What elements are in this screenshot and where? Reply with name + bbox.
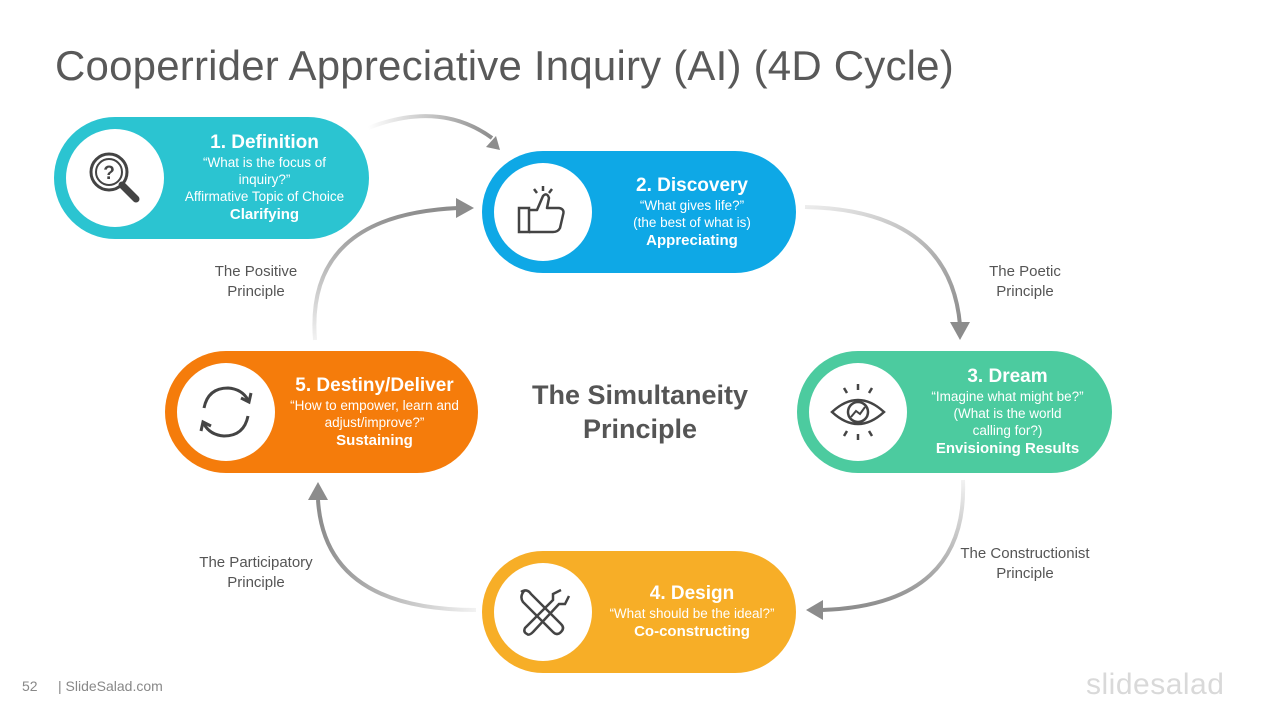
arrowhead	[806, 600, 823, 620]
icon-circle	[494, 563, 592, 661]
thumbs-up-icon	[517, 186, 565, 234]
stage-note: (What is the world calling for?)	[953, 406, 1062, 438]
magnifier-question-icon: ?	[89, 152, 140, 203]
stage-destiny: 5. Destiny/Deliver “How to empower, lear…	[165, 351, 478, 473]
principle-participatory: The Participatory Principle	[199, 554, 313, 591]
stage-heading: 4. Design	[649, 583, 735, 604]
stage-question: “What gives life?”	[639, 197, 745, 213]
stage-keyword: Co-constructing	[634, 623, 750, 640]
icon-circle: ?	[66, 129, 164, 227]
stage-text: 3. Dream “Imagine what might be?” (What …	[917, 351, 1098, 473]
stage-question: “What is the focus of inquiry?”	[202, 155, 327, 187]
stage-design: 4. Design “What should be the ideal?” Co…	[482, 551, 796, 673]
arrowhead	[486, 136, 500, 150]
icon-circle	[177, 363, 275, 461]
footer-site: | SlideSalad.com	[58, 678, 163, 694]
stage-heading: 3. Dream	[967, 366, 1048, 387]
stage-keyword: Sustaining	[336, 431, 413, 449]
eye-icon	[830, 384, 886, 440]
principle-positive: The Positive Principle	[214, 263, 298, 300]
stage-keyword: Envisioning Results	[935, 440, 1080, 457]
principle-poetic: The Poetic Principle	[989, 263, 1061, 300]
arrow-design-destiny	[316, 499, 477, 612]
stage-note: Affirmative Topic of Choice	[184, 189, 345, 204]
stage-note: (the best of what is)	[633, 214, 751, 230]
stage-text: 4. Design “What should be the ideal?” Co…	[602, 551, 782, 673]
icon-circle	[494, 163, 592, 261]
cycle-arrows-icon	[199, 386, 253, 438]
arrowhead	[308, 482, 328, 500]
stage-keyword: Appreciating	[646, 231, 738, 249]
stage-text: 5. Destiny/Deliver “How to empower, lear…	[285, 351, 464, 473]
brand-logo: slidesalad	[1086, 668, 1225, 701]
page-number: 52	[22, 678, 38, 694]
principle-simultaneity: The Simultaneity Principle	[531, 380, 749, 444]
stage-text: 2. Discovery “What gives life?” (the bes…	[602, 151, 782, 273]
arrow-destiny-discovery	[312, 206, 459, 341]
stage-discovery: 2. Discovery “What gives life?” (the bes…	[482, 151, 796, 273]
stage-heading: 2. Discovery	[636, 174, 748, 196]
stage-heading: 5. Destiny/Deliver	[295, 374, 454, 396]
stage-heading: 1. Definition	[210, 132, 319, 153]
arrowhead	[950, 322, 970, 340]
tools-icon	[520, 588, 571, 636]
stage-text: 1. Definition “What is the focus of inqu…	[174, 117, 355, 239]
stage-question: “Imagine what might be?”	[931, 389, 1084, 404]
stage-question: “What should be the ideal?”	[609, 606, 775, 621]
stage-question: “How to empower, learn and adjust/improv…	[290, 397, 459, 430]
principle-constructionist: The Constructionist Principle	[960, 545, 1090, 582]
arrowhead	[456, 198, 474, 218]
stage-definition: ? 1. Definition “What is the focus of in…	[54, 117, 369, 239]
stage-keyword: Clarifying	[229, 206, 300, 223]
svg-text:?: ?	[103, 163, 115, 184]
icon-circle	[809, 363, 907, 461]
arrow-dream-design	[821, 479, 966, 612]
arrow-discovery-dream	[804, 205, 962, 326]
page-title: Cooperrider Appreciative Inquiry (AI) (4…	[55, 42, 954, 89]
stage-dream: 3. Dream “Imagine what might be?” (What …	[797, 351, 1112, 473]
arrow-definition-discovery	[367, 114, 494, 140]
